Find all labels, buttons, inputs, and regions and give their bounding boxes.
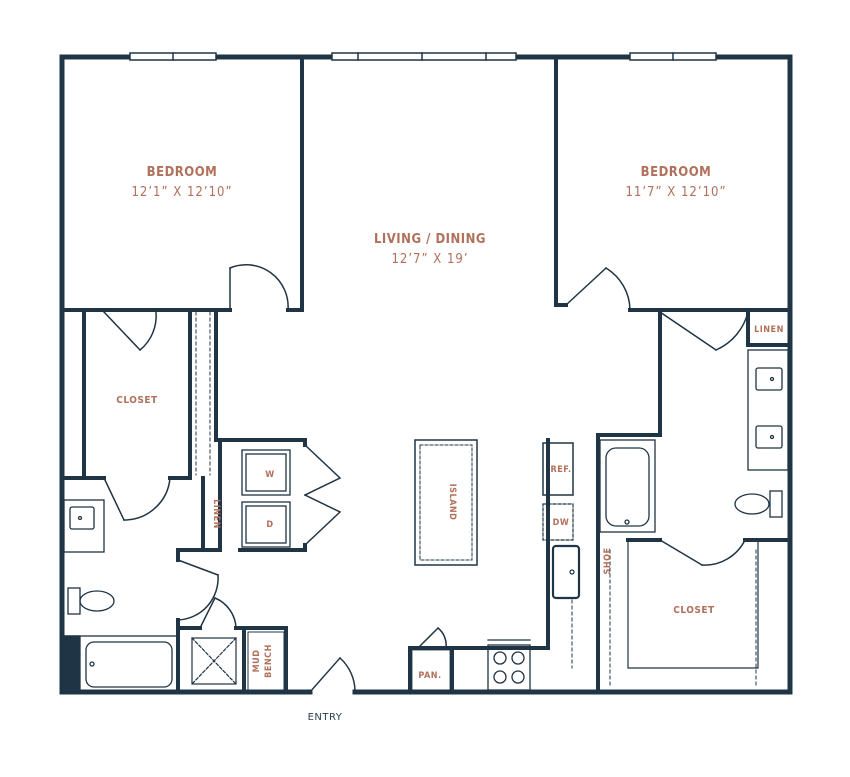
interior-walls xyxy=(60,55,792,694)
closet-left-label: CLOSET xyxy=(116,395,158,406)
pantry-label: PAN. xyxy=(418,671,441,681)
refrigerator-icon xyxy=(542,442,574,496)
right-vanity-icon xyxy=(747,349,789,471)
dishwasher-icon xyxy=(542,503,574,541)
windows xyxy=(129,52,717,61)
living-dining-dimensions: 12’7” X 19’ xyxy=(391,252,468,267)
mud-bench xyxy=(247,631,285,691)
linen-right-label: LINEN xyxy=(754,325,784,335)
bedroom-left-dimensions: 12’1” X 12’10” xyxy=(131,185,232,200)
left-bathtub-icon xyxy=(61,635,179,693)
kitchen-island xyxy=(414,439,478,566)
shower-icon xyxy=(191,637,237,685)
left-vanity-icon xyxy=(63,499,105,553)
island-label: ISLAND xyxy=(447,484,457,521)
bedroom-right-name: BEDROOM xyxy=(641,165,712,180)
bedroom-left-name: BEDROOM xyxy=(147,165,218,180)
dishwasher-label: DW xyxy=(553,518,570,528)
labels: BEDROOM 12’1” X 12’10” LIVING / DINING 1… xyxy=(116,165,784,723)
mud-bench-label-2: BENCH xyxy=(264,644,274,678)
pantry xyxy=(411,649,451,691)
range-icon xyxy=(487,639,531,691)
linen-left-label: LINEN xyxy=(211,499,221,529)
shoe-label: SHOE xyxy=(603,547,613,574)
left-toilet-icon xyxy=(67,587,115,615)
refrigerator-label: REF. xyxy=(550,465,571,475)
washer-dryer-icon xyxy=(241,449,291,548)
living-dining-name: LIVING / DINING xyxy=(374,232,486,247)
doors xyxy=(102,264,749,694)
closet-right-label: CLOSET xyxy=(673,605,715,616)
closet-shelves xyxy=(195,311,757,689)
kitchen-sink-icon xyxy=(551,544,581,600)
mud-bench-label-1: MUD xyxy=(252,650,262,673)
washer-label: W xyxy=(265,470,274,480)
right-toilet-icon xyxy=(734,490,783,518)
entry-label: ENTRY xyxy=(308,712,343,723)
exterior-walls xyxy=(59,54,793,695)
dryer-label: D xyxy=(266,520,273,530)
bedroom-right-dimensions: 11’7” X 12’10” xyxy=(625,185,726,200)
right-bathtub-icon xyxy=(599,439,656,533)
